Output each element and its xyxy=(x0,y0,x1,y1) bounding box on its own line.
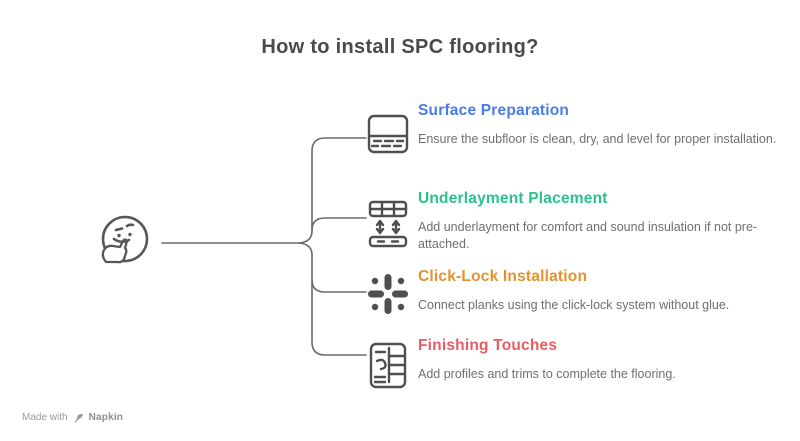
step-finishing-touches: Finishing Touches Add profiles and trims… xyxy=(366,336,778,397)
napkin-pen-icon xyxy=(74,414,83,423)
step-surface-preparation: Surface Preparation Ensure the subfloor … xyxy=(366,101,778,161)
step-heading: Click-Lock Installation xyxy=(418,268,588,285)
step-heading: Underlayment Placement xyxy=(418,190,608,207)
step-heading: Finishing Touches xyxy=(418,337,558,354)
subfloor-surface-icon xyxy=(367,114,409,154)
step-click-lock-installation: Click-Lock Installation Connect planks u… xyxy=(366,267,778,321)
step-description: Add profiles and trims to complete the f… xyxy=(418,367,676,381)
step-description: Ensure the subfloor is clean, dry, and l… xyxy=(418,132,777,146)
watermark-prefix: Made with xyxy=(22,412,68,423)
finishing-trims-icon xyxy=(369,342,407,389)
click-lock-icon xyxy=(368,274,408,314)
thinking-face-icon xyxy=(101,215,149,264)
step-heading: Surface Preparation xyxy=(418,102,570,119)
step-description: Connect planks using the click-lock syst… xyxy=(418,298,730,312)
watermark-brand: Napkin xyxy=(88,412,124,423)
step-underlayment-placement: Underlayment Placement Add underlayment … xyxy=(366,189,778,254)
made-with-napkin-watermark: Made with Napkin xyxy=(22,412,123,423)
step-description: Add underlayment for comfort and sound i… xyxy=(418,220,758,251)
underlayment-layers-icon xyxy=(368,200,408,248)
page-title: How to install SPC flooring? xyxy=(261,36,539,58)
